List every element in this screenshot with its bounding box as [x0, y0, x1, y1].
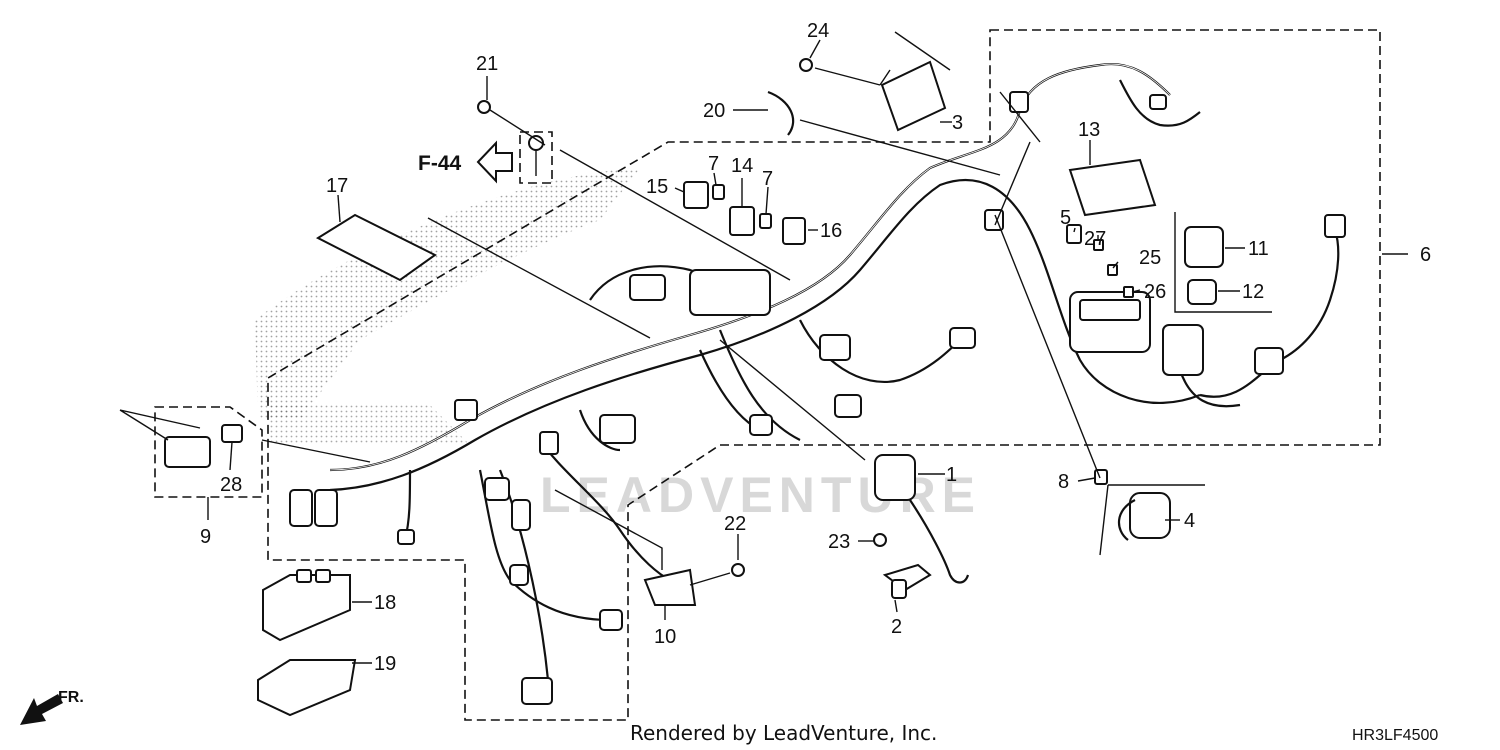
callout-8: 8: [1058, 471, 1069, 493]
callout-24: 24: [807, 20, 829, 42]
callout-labels: 1 2 3 4 5 6 7 7 8 9 10 11 12 13 14 15 16…: [200, 20, 1431, 675]
part-relay-15: [683, 181, 709, 209]
part-condenser: [1099, 484, 1205, 556]
callout-1: 1: [946, 464, 957, 486]
part-switch-12: [1187, 279, 1217, 305]
leader-lines: [119, 31, 1408, 664]
callout-4: 4: [1184, 510, 1195, 532]
callout-25: 25: [1139, 247, 1161, 269]
part-grommet-20: [767, 90, 795, 136]
drawing-code: HR3LF4500: [1352, 727, 1438, 744]
harness-connectors: [289, 91, 1346, 705]
callout-2: 2: [891, 616, 902, 638]
reference-arrow: [476, 140, 513, 184]
part-ecu-17: [315, 213, 437, 282]
clamp-group-boundary: [154, 406, 263, 498]
callout-7a: 7: [708, 153, 719, 175]
callout-14: 14: [731, 155, 753, 177]
callout-18: 18: [374, 592, 396, 614]
part-clamp-9: [164, 436, 211, 468]
callout-11: 11: [1248, 238, 1269, 260]
part-fuse-26: [1123, 286, 1134, 298]
part-stay-10: [643, 568, 697, 606]
front-arrow: [20, 694, 63, 725]
callout-19: 19: [374, 653, 396, 675]
part-bolt-24: [799, 58, 813, 72]
callout-27: 27: [1084, 228, 1106, 250]
part-bolt-21: [477, 100, 491, 114]
callout-9: 9: [200, 526, 211, 548]
callout-28: 28: [220, 474, 242, 496]
part-bolt-22: [731, 563, 745, 577]
front-label: FR.: [58, 689, 84, 706]
part-control-unit-18: [262, 569, 351, 642]
part-ignition-coil: [874, 454, 970, 584]
part-clip-8: [1094, 469, 1108, 485]
part-bolt-23: [873, 533, 887, 547]
part-clamp-28: [221, 424, 243, 443]
callout-23: 23: [828, 531, 850, 553]
callout-22: 22: [724, 513, 746, 535]
part-spark-plug-cap: [882, 563, 932, 599]
reference-label: F-44: [418, 152, 462, 175]
callout-15: 15: [646, 176, 668, 198]
credit-text: Rendered by LeadVenture, Inc.: [630, 721, 937, 745]
callout-13: 13: [1078, 119, 1100, 141]
part-regulator-rectifier: [880, 60, 947, 132]
callout-6: 6: [1420, 244, 1431, 266]
callout-3: 3: [952, 112, 963, 134]
shaded-area: [255, 168, 640, 420]
part-relay-5: [1066, 224, 1082, 244]
callout-20: 20: [703, 100, 725, 122]
part-cover-19: [257, 659, 357, 717]
callout-26: 26: [1144, 281, 1166, 303]
part-switch-11: [1174, 212, 1272, 313]
part-fuse-box-cover: [1068, 158, 1157, 217]
callout-21: 21: [476, 53, 498, 75]
terminal-reference-box: [519, 131, 553, 184]
harness-boundary: [267, 29, 1381, 721]
shaded-area-lower: [270, 405, 470, 445]
callout-16: 16: [820, 220, 842, 242]
callout-12: 12: [1242, 281, 1264, 303]
callout-5: 5: [1060, 207, 1071, 229]
part-fuse-box: [1069, 291, 1151, 353]
callout-10: 10: [654, 626, 676, 648]
part-fuse-7a: [712, 184, 725, 200]
part-fuse-25: [1107, 264, 1118, 276]
part-fuse-7b: [759, 213, 772, 229]
callout-17: 17: [326, 175, 348, 197]
part-relay-14: [729, 206, 755, 236]
part-relay-16: [782, 217, 806, 245]
callout-7b: 7: [762, 168, 773, 190]
